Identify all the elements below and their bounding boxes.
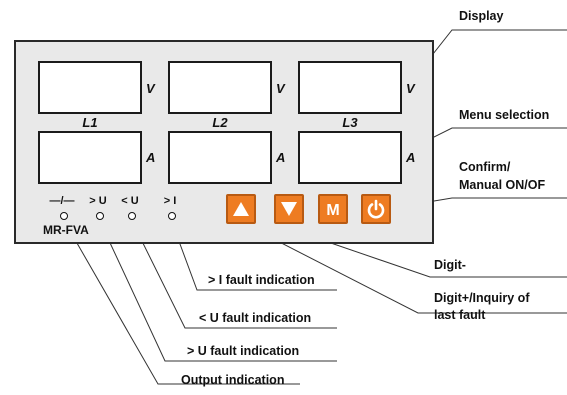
power-confirm-button[interactable] bbox=[361, 194, 391, 224]
leader-digit-minus bbox=[289, 228, 567, 278]
callout-output: Output indication bbox=[181, 373, 285, 387]
callout-display: Display bbox=[459, 9, 504, 23]
callout-i-fault: > I fault indication bbox=[208, 273, 315, 287]
led-overcurrent bbox=[168, 212, 176, 220]
callout-u-over-fault: > U fault indication bbox=[187, 344, 300, 358]
device-front-panel: V V V L1 L2 L3 A A A —/— > U < U > I MR-… bbox=[14, 40, 434, 244]
triangle-up-icon bbox=[233, 202, 249, 216]
callout-last-fault: last fault bbox=[434, 308, 486, 322]
phase-label-l2: L2 bbox=[212, 115, 228, 130]
model-label: MR-FVA bbox=[43, 223, 89, 237]
led-label-output: —/— bbox=[49, 195, 75, 207]
unit-current-l2: A bbox=[276, 150, 286, 165]
unit-voltage-l2: V bbox=[276, 81, 285, 96]
display-current-l1 bbox=[38, 131, 142, 184]
display-voltage-l1 bbox=[38, 61, 142, 114]
menu-m-icon: M bbox=[326, 202, 339, 219]
svg-text:M: M bbox=[326, 202, 339, 219]
leader-u-over bbox=[97, 216, 337, 362]
callout-u-under-fault: < U fault indication bbox=[199, 311, 312, 325]
phase-label-l3: L3 bbox=[342, 115, 358, 130]
led-overvoltage bbox=[96, 212, 104, 220]
display-voltage-l3 bbox=[298, 61, 402, 114]
leader-u-under bbox=[129, 216, 337, 329]
digit-minus-button[interactable] bbox=[274, 194, 304, 224]
led-output bbox=[60, 212, 68, 220]
callout-confirm: Confirm/ bbox=[459, 160, 511, 174]
digit-plus-button[interactable] bbox=[226, 194, 256, 224]
callout-digit-plus: Digit+/Inquiry of bbox=[434, 291, 530, 305]
leader-output bbox=[61, 216, 300, 385]
display-current-l3 bbox=[298, 131, 402, 184]
callout-menu-selection: Menu selection bbox=[459, 108, 550, 122]
callout-manual-on-off: Manual ON/OF bbox=[459, 178, 546, 192]
power-icon bbox=[367, 199, 385, 219]
display-voltage-l2 bbox=[168, 61, 272, 114]
unit-voltage-l1: V bbox=[146, 81, 155, 96]
triangle-down-icon bbox=[281, 202, 297, 216]
led-label-overvoltage: > U bbox=[89, 195, 107, 207]
unit-voltage-l3: V bbox=[406, 81, 415, 96]
led-label-overcurrent: > I bbox=[163, 195, 177, 207]
phase-label-l1: L1 bbox=[82, 115, 98, 130]
unit-current-l1: A bbox=[146, 150, 156, 165]
led-undervoltage bbox=[128, 212, 136, 220]
led-label-undervoltage: < U bbox=[121, 195, 139, 207]
callout-digit-minus: Digit- bbox=[434, 258, 466, 272]
display-current-l2 bbox=[168, 131, 272, 184]
leader-digit-plus bbox=[253, 228, 567, 314]
unit-current-l3: A bbox=[406, 150, 416, 165]
menu-button[interactable]: M bbox=[318, 194, 348, 224]
